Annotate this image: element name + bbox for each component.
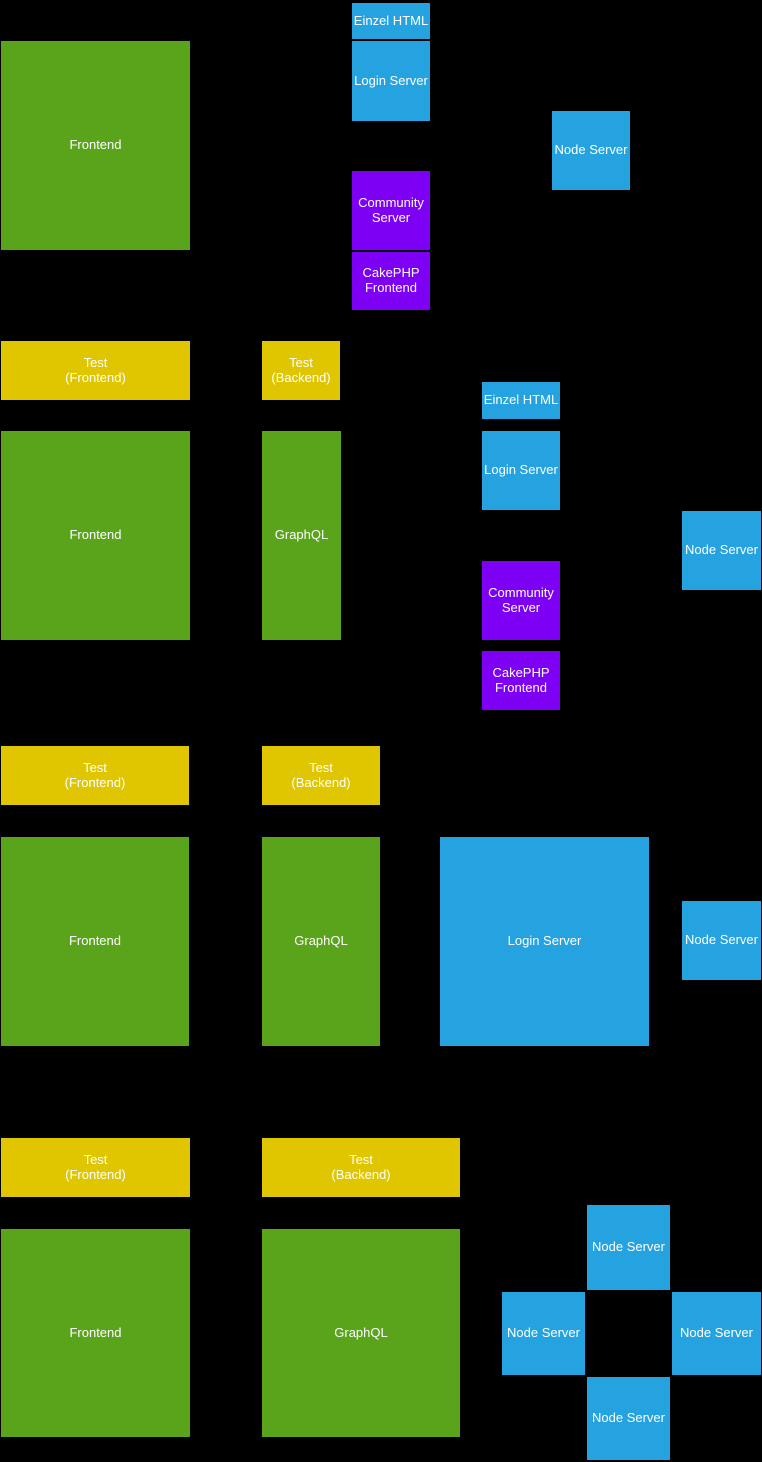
block-frontend-stage3: Frontend: [0, 836, 190, 1047]
block-login-server-stage2: Login Server: [481, 430, 561, 511]
block-cakephp-frontend-stage1: CakePHP Frontend: [351, 251, 431, 311]
block-community-server-stage2: Community Server: [481, 560, 561, 641]
block-einzel-html-stage2: Einzel HTML: [481, 381, 561, 420]
block-label: Login Server: [354, 72, 428, 88]
block-label: Node Server: [554, 142, 628, 158]
block-community-server-stage1: Community Server: [351, 170, 431, 251]
block-label: Test (Backend): [271, 354, 331, 385]
block-label: Frontend: [69, 527, 122, 543]
block-label: CakePHP Frontend: [362, 265, 420, 295]
block-test-frontend-stage4: Test (Frontend): [0, 1137, 191, 1198]
block-label: Node Server: [592, 1239, 665, 1255]
block-frontend-stage2: Frontend: [0, 430, 191, 641]
block-label: Test (Frontend): [64, 759, 126, 790]
block-graphql-stage4: GraphQL: [261, 1228, 461, 1438]
block-test-frontend-stage3: Test (Frontend): [0, 745, 190, 806]
block-node-server-stage2: Node Server: [681, 510, 762, 591]
block-label: Test (Backend): [291, 759, 351, 790]
block-test-backend-stage4: Test (Backend): [261, 1137, 461, 1198]
block-einzel-html-stage1: Einzel HTML: [351, 2, 431, 40]
block-label: Community Server: [488, 584, 554, 615]
block-label: Node Server: [507, 1325, 580, 1341]
block-test-frontend-stage2: Test (Frontend): [0, 340, 191, 401]
block-label: Test (Frontend): [65, 354, 126, 385]
block-label: CakePHP Frontend: [492, 664, 550, 695]
block-label: Node Server: [680, 1325, 753, 1341]
block-graphql-stage2: GraphQL: [261, 430, 342, 641]
block-login-server-stage1: Login Server: [351, 40, 431, 122]
block-frontend-stage1: Frontend: [0, 40, 191, 251]
block-label: Einzel HTML: [483, 392, 559, 408]
block-label: Node Server: [685, 542, 758, 558]
block-login-server-stage3: Login Server: [439, 836, 650, 1047]
block-node-server-stage3: Node Server: [681, 900, 762, 981]
block-node-server-stage1: Node Server: [551, 110, 631, 191]
block-graphql-stage3: GraphQL: [261, 836, 381, 1047]
block-label: GraphQL: [334, 1324, 388, 1340]
block-node-server-stage4-top: Node Server: [586, 1204, 671, 1291]
block-node-server-stage4-right: Node Server: [671, 1291, 762, 1376]
block-label: Login Server: [507, 933, 582, 949]
block-label: Login Server: [484, 462, 558, 478]
block-label: GraphQL: [274, 527, 329, 543]
block-label: Test (Frontend): [65, 1151, 126, 1182]
block-label: Frontend: [69, 1324, 122, 1340]
block-node-server-stage4-left: Node Server: [501, 1291, 586, 1376]
block-node-server-stage4-bottom: Node Server: [586, 1376, 671, 1461]
block-test-backend-stage3: Test (Backend): [261, 745, 381, 806]
block-label: Node Server: [685, 932, 758, 948]
block-label: Frontend: [68, 933, 122, 949]
block-frontend-stage4: Frontend: [0, 1228, 191, 1438]
block-label: Community Server: [358, 194, 424, 225]
block-cakephp-frontend-stage2: CakePHP Frontend: [481, 650, 561, 711]
block-label: Einzel HTML: [353, 12, 429, 28]
block-test-backend-stage2: Test (Backend): [261, 340, 341, 401]
block-label: Test (Backend): [331, 1151, 391, 1182]
block-label: GraphQL: [294, 933, 348, 949]
block-label: Frontend: [69, 137, 122, 153]
block-label: Node Server: [592, 1410, 665, 1426]
